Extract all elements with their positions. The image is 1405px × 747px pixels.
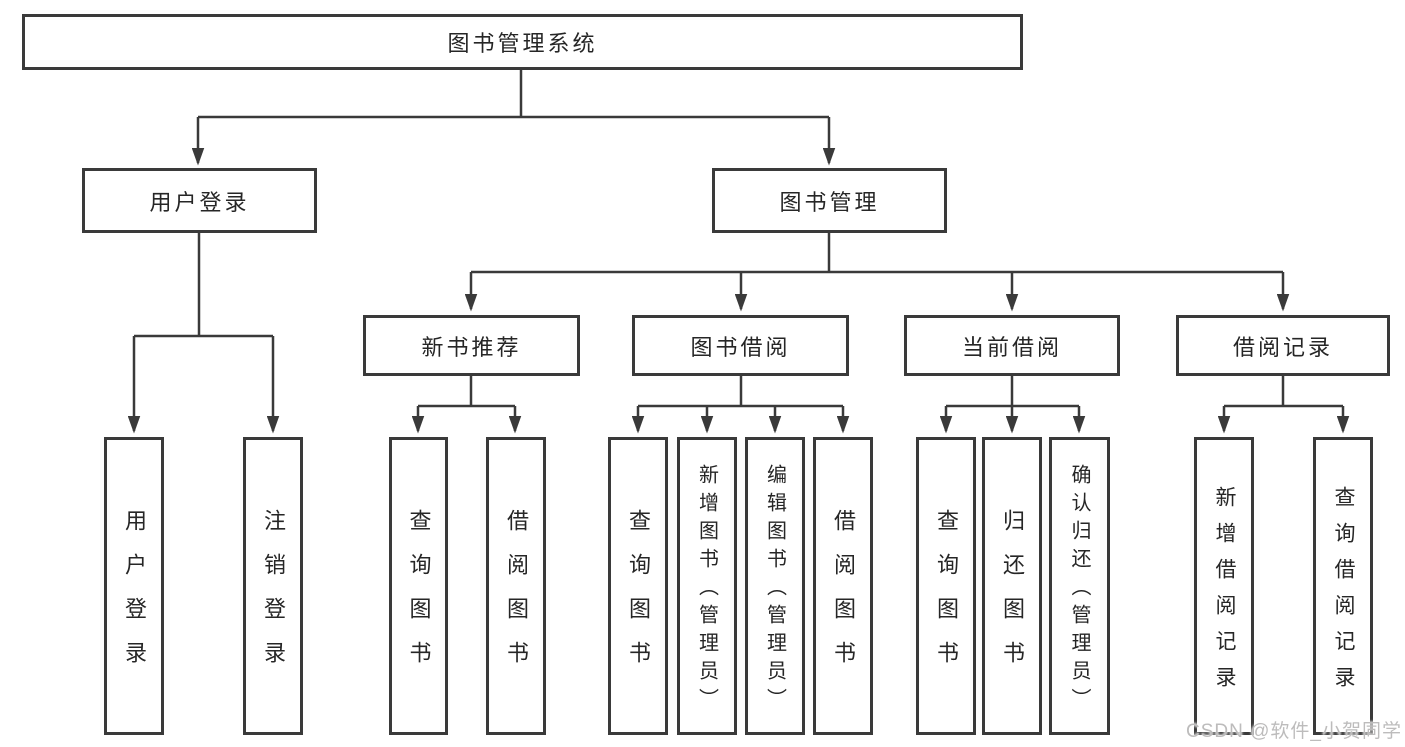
node-book-borrow: 图书借阅 — [632, 315, 849, 376]
leaf-logout: 注销登录 — [243, 437, 303, 735]
leaf-label: 借阅图书 — [504, 509, 529, 685]
leaf-label: 注销登录 — [261, 509, 286, 685]
leaf-query-book-current: 查询图书 — [916, 437, 976, 735]
node-label: 图书管理系统 — [447, 31, 598, 56]
node-current-borrow: 当前借阅 — [904, 315, 1120, 376]
leaf-query-book-borrow: 查询图书 — [608, 437, 668, 735]
leaf-user-login: 用户登录 — [104, 437, 164, 735]
node-label: 用户登录 — [149, 189, 250, 215]
leaf-label: 确认归还（管理员） — [1068, 464, 1090, 716]
leaf-return-book: 归还图书 — [982, 437, 1042, 735]
leaf-label: 新增图书（管理员） — [695, 464, 718, 716]
leaf-label: 查询图书 — [406, 509, 432, 685]
leaf-add-borrow-record: 新增借阅记录 — [1194, 437, 1254, 735]
leaf-label: 借阅图书 — [831, 509, 856, 685]
leaf-label: 归还图书 — [1000, 509, 1025, 685]
node-label: 新书推荐 — [421, 334, 522, 360]
node-book-management: 图书管理 — [712, 168, 947, 233]
node-user-login: 用户登录 — [82, 168, 317, 233]
leaf-label: 查询图书 — [934, 509, 959, 685]
leaf-borrow-book-recommend: 借阅图书 — [486, 437, 546, 735]
node-new-book-recommend: 新书推荐 — [363, 315, 580, 376]
leaf-query-book-recommend: 查询图书 — [389, 437, 448, 735]
node-label: 当前借阅 — [961, 334, 1062, 360]
leaf-query-borrow-record: 查询借阅记录 — [1313, 437, 1373, 735]
leaf-label: 编辑图书（管理员） — [763, 464, 786, 716]
node-label: 借阅记录 — [1232, 334, 1333, 360]
leaf-borrow-book: 借阅图书 — [813, 437, 873, 735]
leaf-add-book-admin: 新增图书（管理员） — [677, 437, 737, 735]
leaf-label: 查询图书 — [626, 509, 651, 685]
leaf-label: 新增借阅记录 — [1213, 485, 1236, 702]
leaf-label: 查询借阅记录 — [1332, 485, 1355, 702]
node-library-management-system: 图书管理系统 — [22, 14, 1023, 70]
leaf-label: 用户登录 — [122, 509, 147, 685]
node-label: 图书借阅 — [690, 334, 791, 360]
leaf-confirm-return-admin: 确认归还（管理员） — [1049, 437, 1110, 735]
leaf-edit-book-admin: 编辑图书（管理员） — [745, 437, 805, 735]
node-label: 图书管理 — [779, 189, 880, 215]
csdn-watermark: CSDN @软件_小贺同学 — [1186, 721, 1402, 742]
node-borrow-records: 借阅记录 — [1176, 315, 1390, 376]
